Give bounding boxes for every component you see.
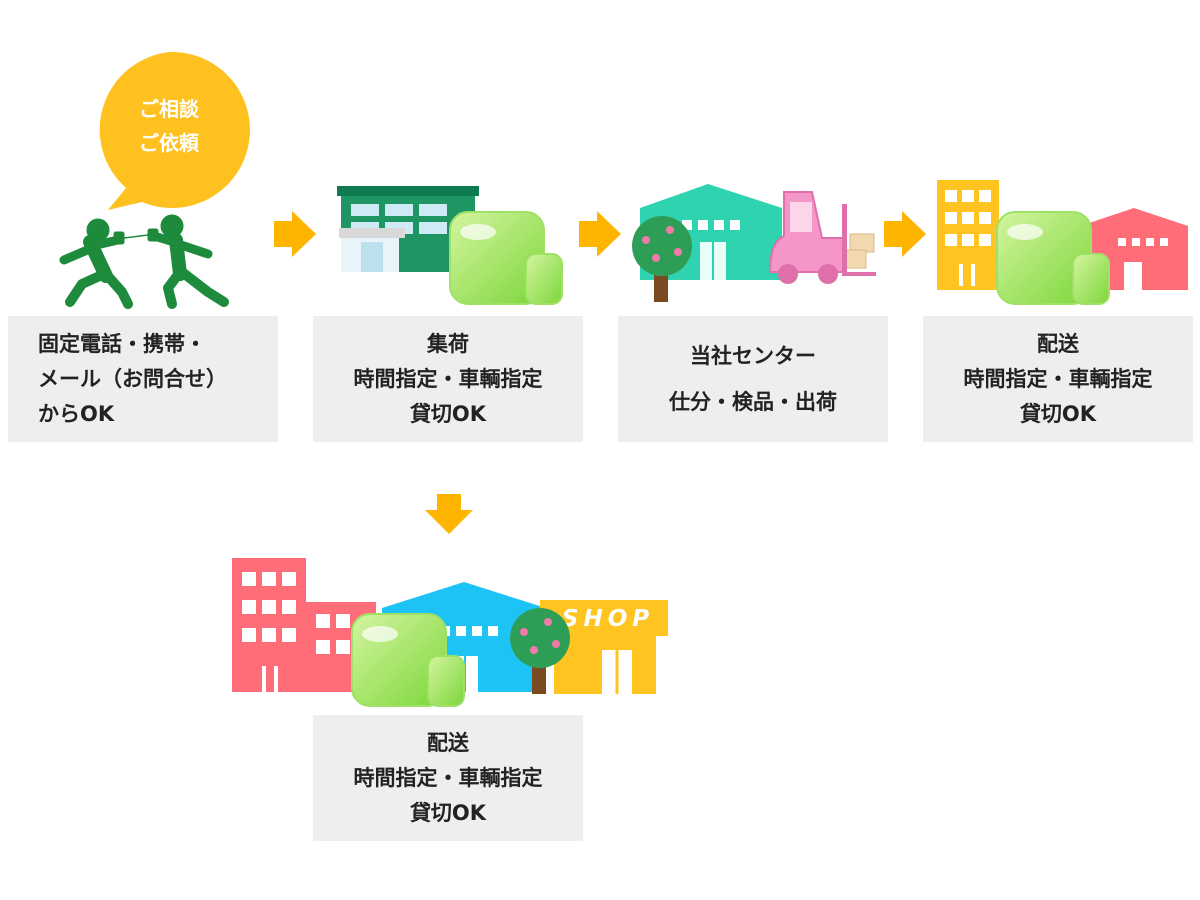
step-consultation-box: 固定電話・携帯・ メール（お問合せ） からOK xyxy=(8,316,278,442)
bubble-line-1: ご相談 xyxy=(92,92,246,126)
truck-icon xyxy=(448,210,568,310)
arrow-down-icon xyxy=(425,494,473,534)
delivery-bottom-line-1: 配送 xyxy=(427,726,469,761)
step-center-box: 当社センター 仕分・検品・出荷 xyxy=(618,316,888,442)
step-4-line-2: 時間指定・車輌指定 xyxy=(964,362,1153,397)
step-4-line-3: 貸切OK xyxy=(1020,397,1096,432)
step-pickup-box: 集荷 時間指定・車輌指定 貸切OK xyxy=(313,316,583,442)
truck-icon xyxy=(995,210,1115,310)
delivery-bottom-line-3: 貸切OK xyxy=(410,796,486,831)
arrow-right-icon xyxy=(274,211,318,257)
step-1-line-1: 固定電話・携帯・ xyxy=(38,327,206,362)
step-4-line-1: 配送 xyxy=(1037,327,1079,362)
delivery-bottom-box: 配送 時間指定・車輌指定 貸切OK xyxy=(313,715,583,841)
arrow-right-icon xyxy=(579,211,623,257)
step-1-line-2: メール（お問合せ） xyxy=(38,362,227,397)
step-1-line-3: からOK xyxy=(38,397,114,432)
delivery-bottom-line-2: 時間指定・車輌指定 xyxy=(354,761,543,796)
step-2-line-1: 集荷 xyxy=(427,327,469,362)
step-3-line-1: 当社センター xyxy=(690,333,816,379)
step-2-line-2: 時間指定・車輌指定 xyxy=(354,362,543,397)
truck-icon xyxy=(350,612,470,712)
forklift-icon xyxy=(766,188,881,288)
step-2-line-3: 貸切OK xyxy=(410,397,486,432)
step-3-line-2: 仕分・検品・出荷 xyxy=(669,379,837,425)
arrow-right-icon xyxy=(884,211,928,257)
bubble-text: ご相談 ご依頼 xyxy=(92,92,246,160)
step-delivery-box: 配送 時間指定・車輌指定 貸切OK xyxy=(923,316,1193,442)
two-people-phone-icon xyxy=(30,212,250,322)
tree-icon xyxy=(630,214,696,304)
tree-icon xyxy=(508,606,574,696)
bubble-line-2: ご依頼 xyxy=(92,126,246,160)
